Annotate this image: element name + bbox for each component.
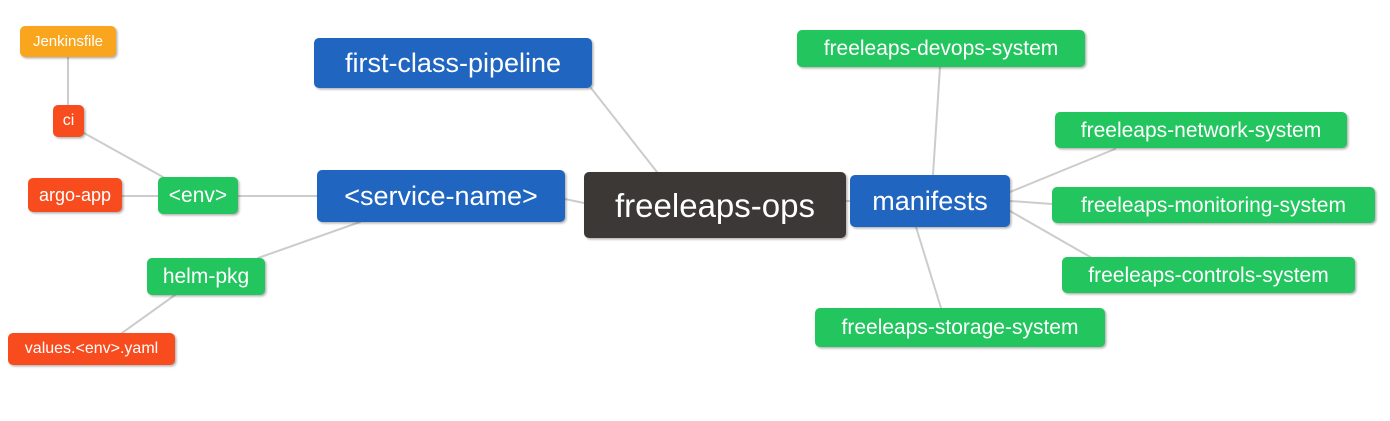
node-service-name[interactable]: <service-name>: [317, 170, 565, 222]
node-env[interactable]: <env>: [158, 177, 238, 214]
node-freeleaps-controls-system[interactable]: freeleaps-controls-system: [1062, 257, 1355, 293]
edge-manifests-to-freeleaps-network-system: [1009, 148, 1116, 193]
node-helm-pkg[interactable]: helm-pkg: [147, 258, 265, 295]
node-label: freeleaps-devops-system: [823, 37, 1059, 60]
edge-first-class-pipeline-to-freeleaps-ops: [590, 87, 658, 173]
node-label: ci: [62, 112, 75, 129]
node-argo-app[interactable]: argo-app: [28, 178, 122, 212]
edge-helm-pkg-to-values-env-yaml: [121, 294, 176, 334]
node-label: first-class-pipeline: [344, 47, 562, 78]
node-label: argo-app: [38, 185, 112, 205]
edge-ci-to-env: [83, 132, 164, 178]
edge-service-name-to-helm-pkg: [257, 221, 361, 259]
node-values-env-yaml[interactable]: values.<env>.yaml: [8, 333, 175, 365]
node-first-class-pipeline[interactable]: first-class-pipeline: [314, 38, 592, 88]
edge-manifests-to-freeleaps-monitoring-system: [1009, 200, 1053, 205]
node-label: freeleaps-monitoring-system: [1081, 193, 1346, 217]
node-label: Jenkinsfile: [32, 33, 104, 50]
edge-service-name-to-freeleaps-ops: [564, 198, 585, 204]
node-ci[interactable]: ci: [53, 105, 84, 137]
node-label: values.<env>.yaml: [24, 340, 159, 357]
node-label: <service-name>: [344, 180, 538, 211]
node-label: freeleaps-storage-system: [841, 316, 1079, 339]
node-freeleaps-ops[interactable]: freeleaps-ops: [584, 172, 846, 238]
edge-freeleaps-devops-system-to-manifests: [932, 66, 941, 176]
node-freeleaps-monitoring-system[interactable]: freeleaps-monitoring-system: [1052, 187, 1375, 223]
edge-manifests-to-freeleaps-storage-system: [915, 226, 942, 309]
node-label: manifests: [872, 185, 988, 216]
node-jenkinsfile[interactable]: Jenkinsfile: [20, 26, 116, 57]
node-label: helm-pkg: [162, 265, 250, 288]
node-label: freeleaps-ops: [615, 186, 815, 224]
node-label: freeleaps-network-system: [1080, 118, 1322, 142]
node-freeleaps-storage-system[interactable]: freeleaps-storage-system: [815, 308, 1105, 347]
node-label: freeleaps-controls-system: [1088, 263, 1329, 287]
node-freeleaps-devops-system[interactable]: freeleaps-devops-system: [797, 30, 1085, 67]
node-freeleaps-network-system[interactable]: freeleaps-network-system: [1055, 112, 1347, 148]
node-label: <env>: [168, 184, 228, 207]
node-manifests[interactable]: manifests: [850, 175, 1010, 227]
